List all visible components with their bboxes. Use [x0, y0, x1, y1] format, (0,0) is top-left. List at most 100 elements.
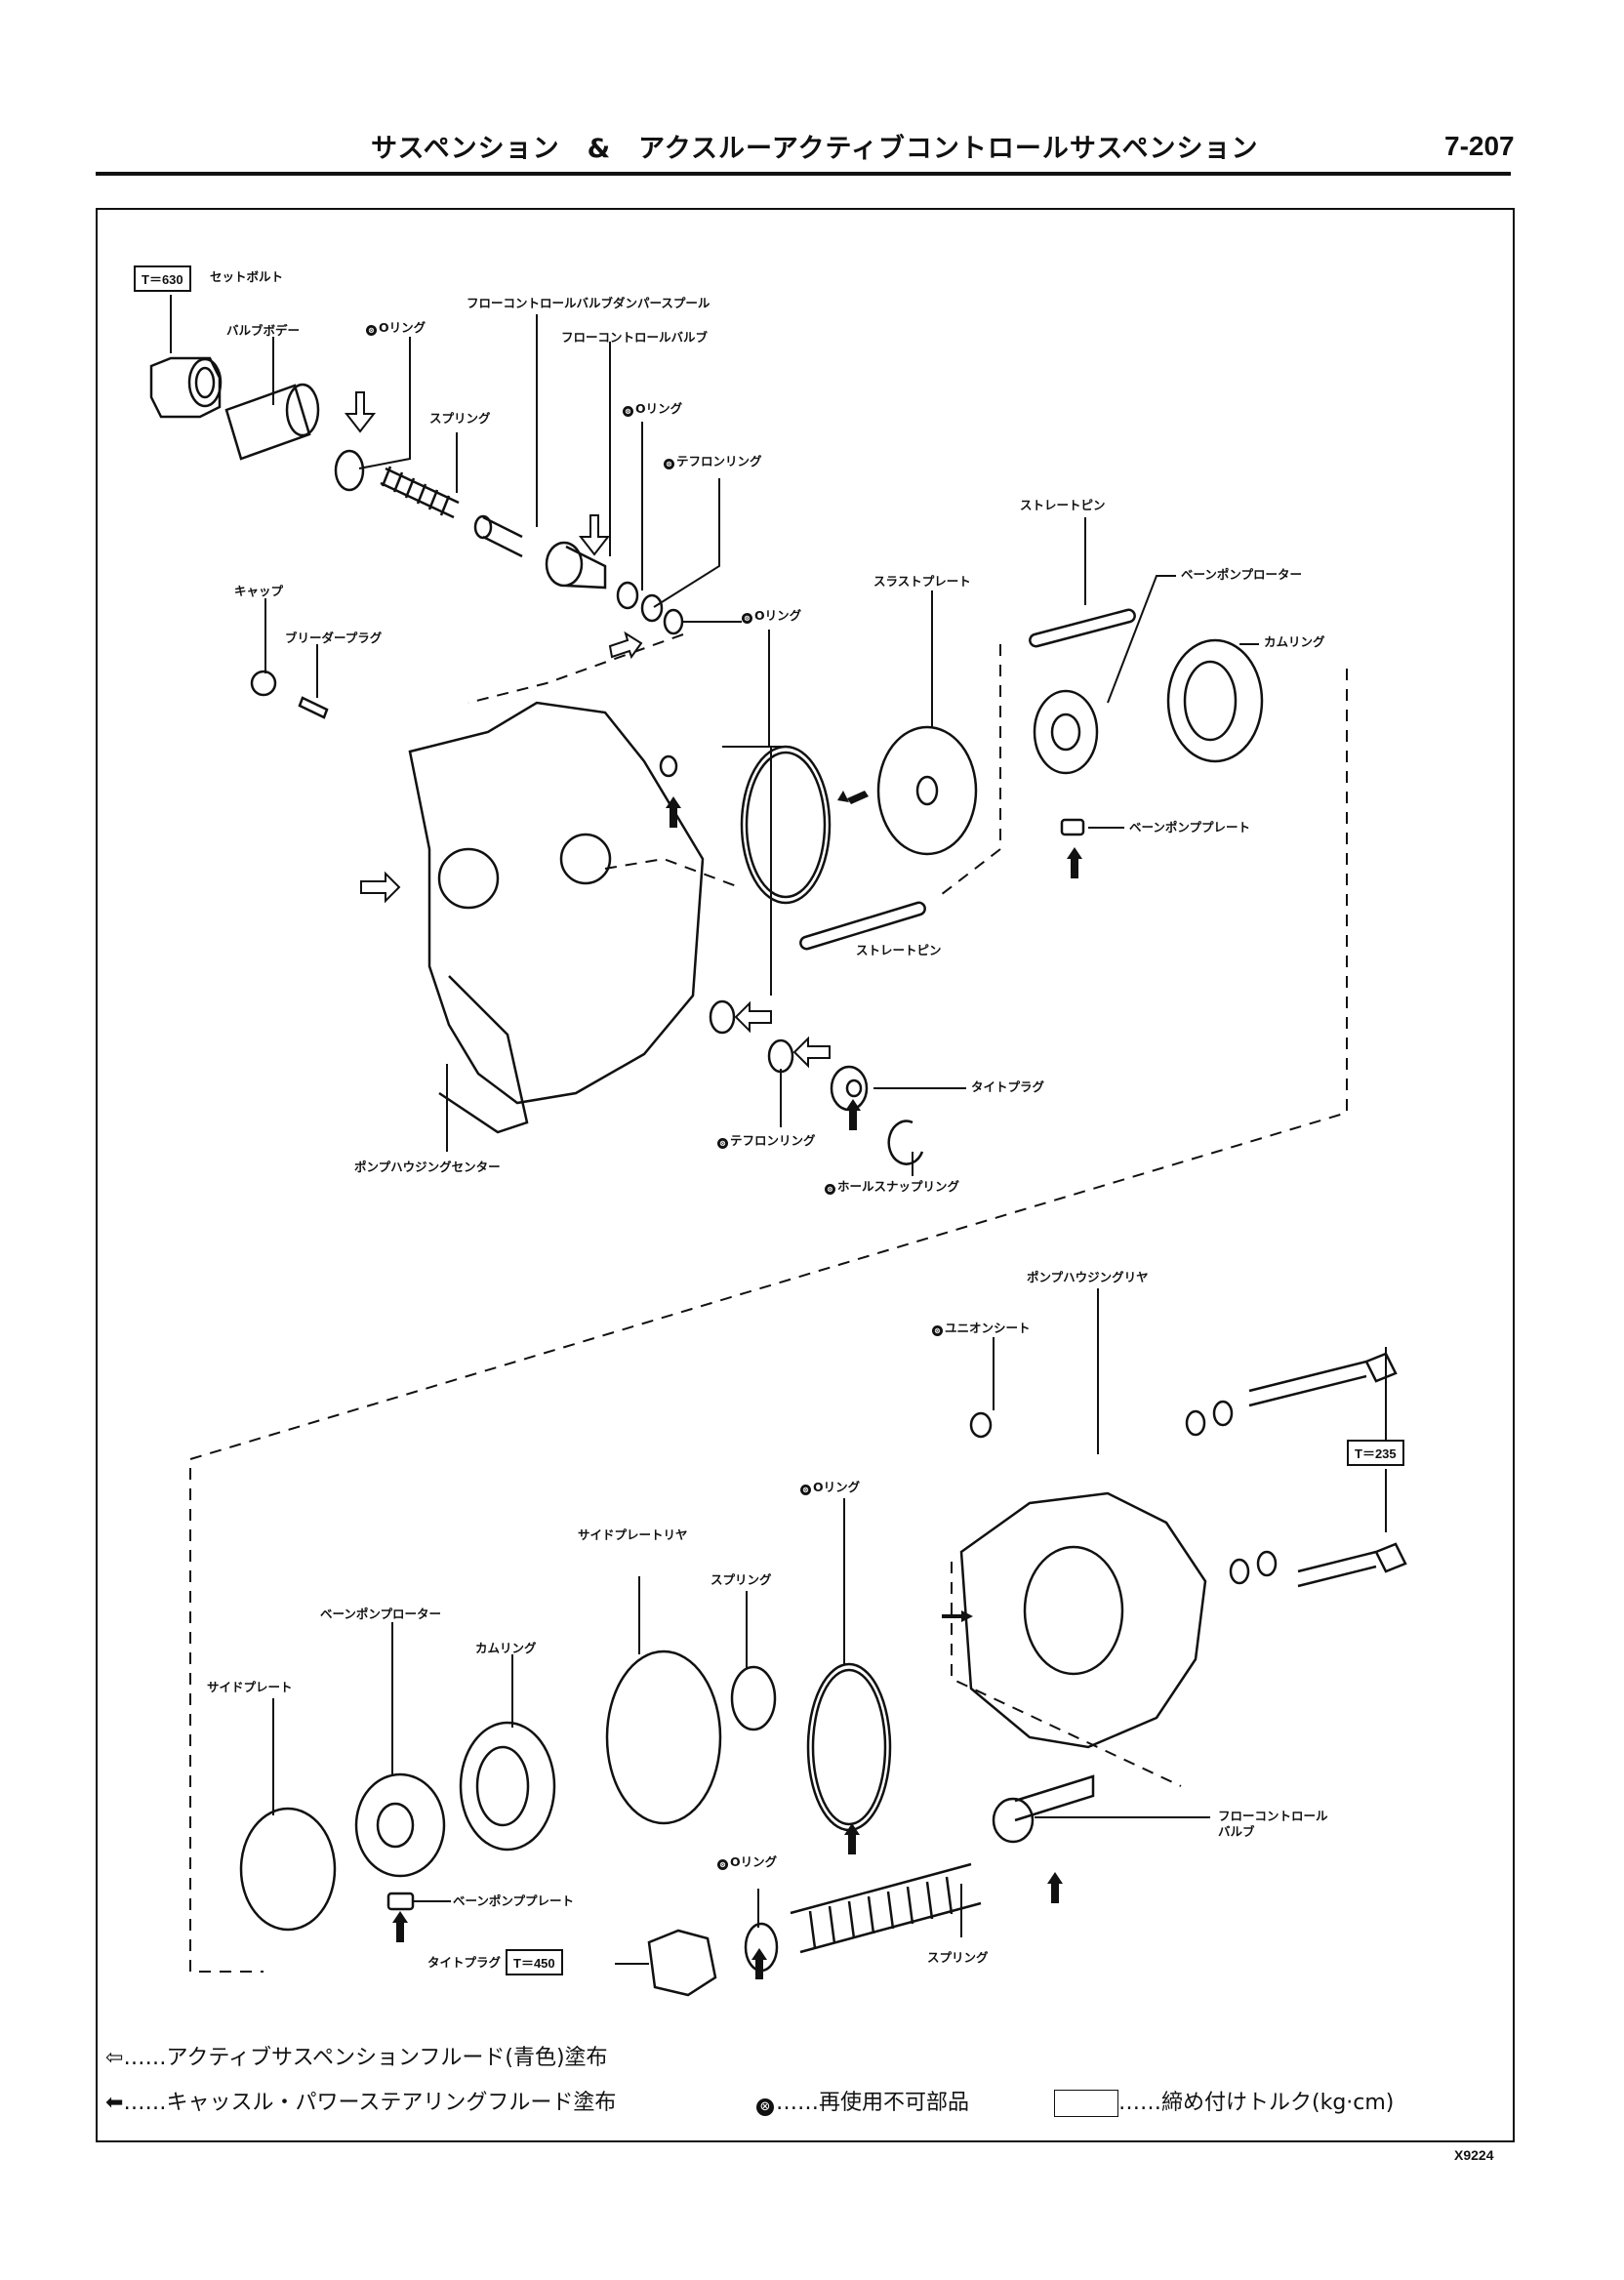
diagram-frame [96, 208, 1515, 2142]
document-id: X9224 [1454, 2147, 1494, 2163]
label-valve-body: バルブボデー [226, 323, 301, 338]
label-vane-pump-plate-upper: ベーンポンププレート [1129, 820, 1251, 835]
label-o-ring-3: ⊗Oリング [742, 608, 802, 624]
torque-box-tight-plug: T＝450 [506, 1949, 563, 1975]
vane-plate-part [1060, 818, 1085, 836]
label-spring-1: スプリング [429, 411, 491, 426]
label-cap: キャップ [234, 584, 284, 598]
label-tight-plug-lower: タイトプラグ [427, 1955, 502, 1970]
label-thrust-plate: スラストプレート [873, 574, 971, 589]
label-text: テフロンリング [730, 1133, 816, 1148]
side-plate-rear-part [605, 1649, 722, 1825]
lower-large-o-ring-part [806, 1662, 892, 1832]
vane-rotor-part [1033, 689, 1099, 775]
torque-box-bolts: T＝235 [1347, 1440, 1404, 1466]
open-arrow-icon [608, 631, 643, 660]
non-reusable-icon: ⊗ [664, 459, 674, 469]
tight-plug-part [830, 1065, 869, 1112]
torque-box-icon [1054, 2090, 1118, 2117]
pump-housing-rear-part [959, 1491, 1207, 1749]
non-reusable-icon: ⊗ [717, 1138, 728, 1149]
filled-arrow-icon [1047, 1872, 1063, 1903]
legend-text: ……締め付けトルク(kg·cm) [1118, 2091, 1395, 2115]
straight-pin-part-2 [799, 901, 926, 951]
non-reusable-icon: ⊗ [825, 1184, 835, 1195]
filled-arrow-icon: ⬅ [105, 2091, 124, 2115]
label-spring-2: スプリング [710, 1572, 772, 1587]
non-reusable-icon: ⊗ [742, 613, 752, 624]
open-arrow-icon [344, 391, 377, 433]
label-text: Oリング [754, 608, 802, 623]
damper-spool-part [473, 514, 523, 558]
non-reusable-icon: ⊗ [800, 1485, 811, 1495]
label-side-plate-rear: サイドプレートリヤ [578, 1527, 688, 1542]
label-vane-pump-rotor-lower: ベーンポンプローター [320, 1607, 442, 1621]
label-text: Oリング [813, 1480, 861, 1494]
side-plate-part [239, 1807, 337, 1932]
legend-text: ……アクティブサスペンションフルード(青色)塗布 [123, 2046, 608, 2070]
filled-arrow-icon [666, 796, 681, 828]
label-union-seat: ⊗ユニオンシート [932, 1321, 1031, 1336]
torque-box-set-bolt: T＝630 [134, 265, 191, 292]
label-text: ユニオンシート [945, 1321, 1031, 1335]
label-o-ring-4: ⊗Oリング [800, 1480, 861, 1495]
non-reusable-icon: ⊗ [756, 2098, 774, 2116]
label-pump-housing-rear: ポンプハウジングリヤ [1027, 1270, 1149, 1284]
legend-open-arrow: ⇦……アクティブサスペンションフルード(青色)塗布 [105, 2040, 608, 2071]
snap-ring-part [887, 1120, 924, 1165]
o-ring-part [334, 449, 365, 492]
label-pump-housing-center: ポンプハウジングセンター [354, 1160, 501, 1174]
label-tight-plug-upper: タイトプラグ [971, 1079, 1045, 1094]
filled-arrow-icon [942, 1610, 973, 1622]
non-reusable-icon: ⊗ [717, 1859, 728, 1870]
legend-text: ……キャッスル・パワーステアリングフルード塗布 [123, 2091, 617, 2115]
non-reusable-icon: ⊗ [623, 406, 633, 417]
label-flow-control-valve-lower: フローコントロールバルブ [1218, 1809, 1328, 1839]
label-straight-pin-2: ストレートピン [856, 943, 942, 957]
label-text: Oリング [635, 401, 683, 416]
set-bolt-part [149, 356, 223, 419]
label-text: テフロンリング [676, 454, 762, 468]
pump-housing-center-part [408, 701, 705, 1134]
label-vane-pump-plate-lower: ベーンポンププレート [453, 1893, 575, 1908]
filled-arrow-icon [1067, 847, 1082, 878]
bleeder-plug-part [298, 696, 329, 719]
spring-part [380, 466, 460, 519]
label-bleeder-plug: ブリーダープラグ [285, 631, 383, 645]
filled-arrow-icon [845, 1099, 861, 1130]
filled-arrow-icon [837, 791, 869, 804]
label-teflon-ring-1: ⊗テフロンリング [664, 454, 762, 469]
bolt-part [1248, 1352, 1407, 1588]
cam-ring-part [1166, 638, 1264, 763]
label-damper-spool: フローコントロールバルブダンパースプール [467, 296, 710, 310]
label-text: Oリング [730, 1854, 778, 1869]
label-teflon-ring-2: ⊗テフロンリング [717, 1133, 816, 1149]
label-text: フローコントロール [1218, 1809, 1328, 1823]
valve-body-part [224, 383, 320, 461]
label-text: ホールスナップリング [837, 1179, 960, 1194]
legend-non-reusable: ⊗……再使用不可部品 [756, 2085, 969, 2116]
flow-control-valve-part [545, 541, 607, 590]
open-arrow-icon [734, 1000, 772, 1034]
label-o-ring-1: ⊗Oリング [366, 321, 426, 336]
label-text: バルブ [1218, 1823, 1255, 1839]
label-cam-ring-lower: カムリング [475, 1641, 537, 1655]
label-vane-pump-rotor-upper: ベーンポンプローター [1181, 567, 1303, 582]
legend-torque: ……締め付けトルク(kg·cm) [1054, 2085, 1394, 2117]
header-rule [96, 172, 1511, 176]
page-title: サスペンション & アクスルーアクティブコントロールサスペンション [371, 134, 1259, 164]
cap-part [250, 670, 277, 697]
page-number: 7-207 [1444, 131, 1515, 161]
label-cam-ring-upper: カムリング [1264, 634, 1325, 649]
label-flow-control-valve: フローコントロールバルブ [561, 330, 709, 345]
lower-spring-part [730, 1665, 777, 1731]
label-spring-3: スプリング [927, 1950, 989, 1965]
lower-vane-rotor-part [354, 1772, 446, 1878]
label-o-ring-2: ⊗Oリング [623, 401, 683, 417]
filled-arrow-icon [751, 1948, 767, 1979]
lower-flow-control-valve-part [992, 1774, 1095, 1844]
lower-long-spring-part [790, 1862, 982, 1954]
filled-arrow-icon [844, 1823, 860, 1854]
label-side-plate: サイドプレート [207, 1680, 293, 1694]
